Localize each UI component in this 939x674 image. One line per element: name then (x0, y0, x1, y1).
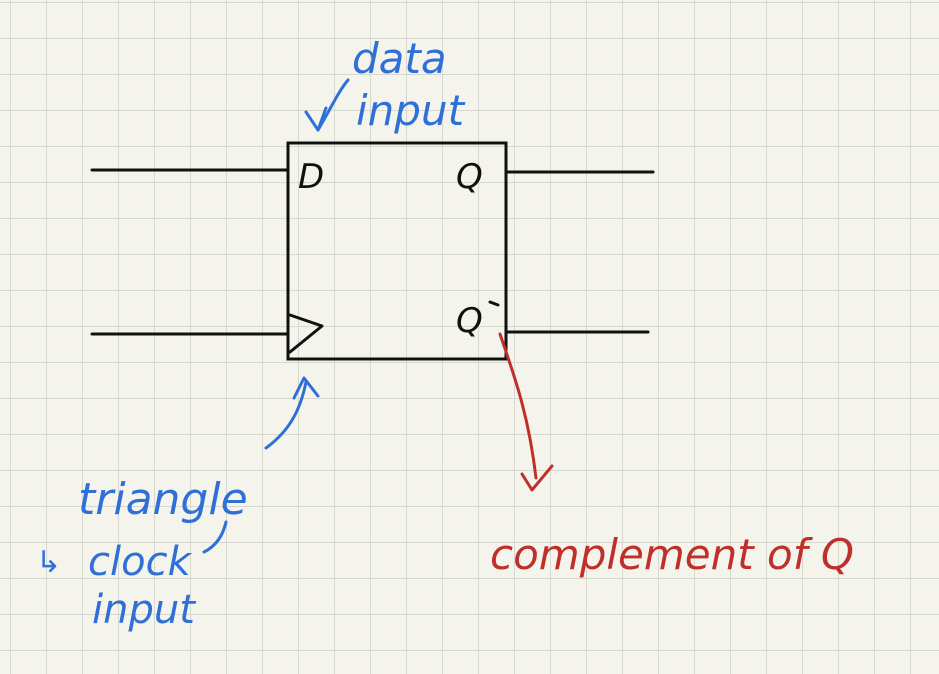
data-input-arrowhead-icon (304, 106, 328, 132)
pin-d-label: D (298, 157, 325, 197)
q-bar-tick (488, 300, 500, 307)
pin-q-label: Q (456, 157, 483, 197)
clock-arrow-glyph: ↳ (36, 545, 62, 580)
complement-arrowhead-icon (520, 464, 554, 492)
pin-q-bar-label: Q (456, 301, 483, 341)
clock-triangle-icon (288, 313, 324, 354)
clock-input-arrow-icon (264, 380, 308, 450)
clock-input-arrowhead-icon (292, 376, 320, 400)
complement-label: complement of Q (490, 530, 854, 579)
complement-arrow-icon (498, 332, 538, 480)
flipflop-box (286, 141, 508, 361)
triangle-clock-hook-icon (202, 520, 228, 554)
clock-label: clock (88, 539, 191, 585)
data-input-label-line2: input (356, 86, 465, 135)
triangle-label: triangle (78, 474, 248, 525)
data-input-arrow-icon (316, 78, 350, 132)
data-input-label-line1: data (352, 34, 447, 83)
clock-input-label: input (92, 587, 195, 633)
